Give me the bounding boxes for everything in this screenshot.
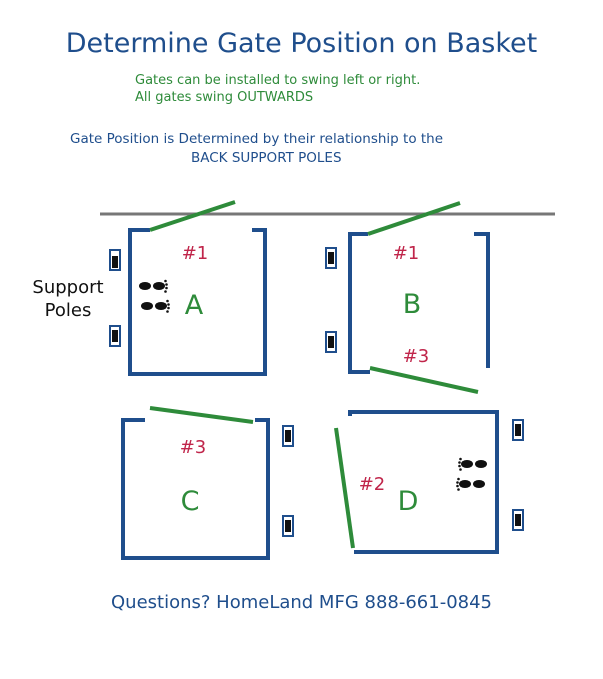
install-note: Gates can be installed to swing left or …: [135, 72, 420, 106]
gate-b-1: [367, 201, 461, 236]
footprints-icon: [139, 279, 170, 313]
subtitle-line-1: Gate Position is Determined by their rel…: [70, 131, 444, 147]
gate-c-3: [149, 406, 254, 424]
basket-c-letter: C: [181, 486, 200, 517]
install-note-line-2: All gates swing OUTWARDS: [135, 90, 314, 105]
basket-b-gate-label-1: #1: [393, 243, 420, 264]
subtitle-line-2: BACK SUPPORT POLES: [191, 150, 342, 166]
footprints-icon: [456, 457, 487, 491]
basket-d-letter: D: [398, 486, 419, 517]
gate-a-1: [149, 200, 236, 232]
basket-c-gate-label: #3: [180, 437, 207, 458]
basket-a-gate-label: #1: [182, 243, 209, 264]
basket-a-letter: A: [185, 290, 204, 321]
page-title: Determine Gate Position on Basket: [65, 28, 538, 59]
basket-b: #1 B #3: [325, 201, 490, 394]
basket-b-gate-label-2: #3: [403, 346, 430, 367]
support-poles-label-line-2: Poles: [45, 300, 92, 321]
basket-c: #3 C: [121, 406, 294, 560]
gate-d-2: [334, 427, 355, 549]
install-note-line-1: Gates can be installed to swing left or …: [135, 73, 421, 88]
gate-b-3: [369, 366, 479, 394]
basket-a: #1 A: [109, 200, 267, 376]
basket-d: #2 D: [334, 410, 524, 554]
basket-b-letter: B: [403, 289, 422, 320]
contact-footer: Questions? HomeLand MFG 888-661-0845: [111, 592, 492, 613]
support-poles-label-line-1: Support: [32, 277, 103, 298]
basket-d-gate-label: #2: [359, 474, 386, 495]
